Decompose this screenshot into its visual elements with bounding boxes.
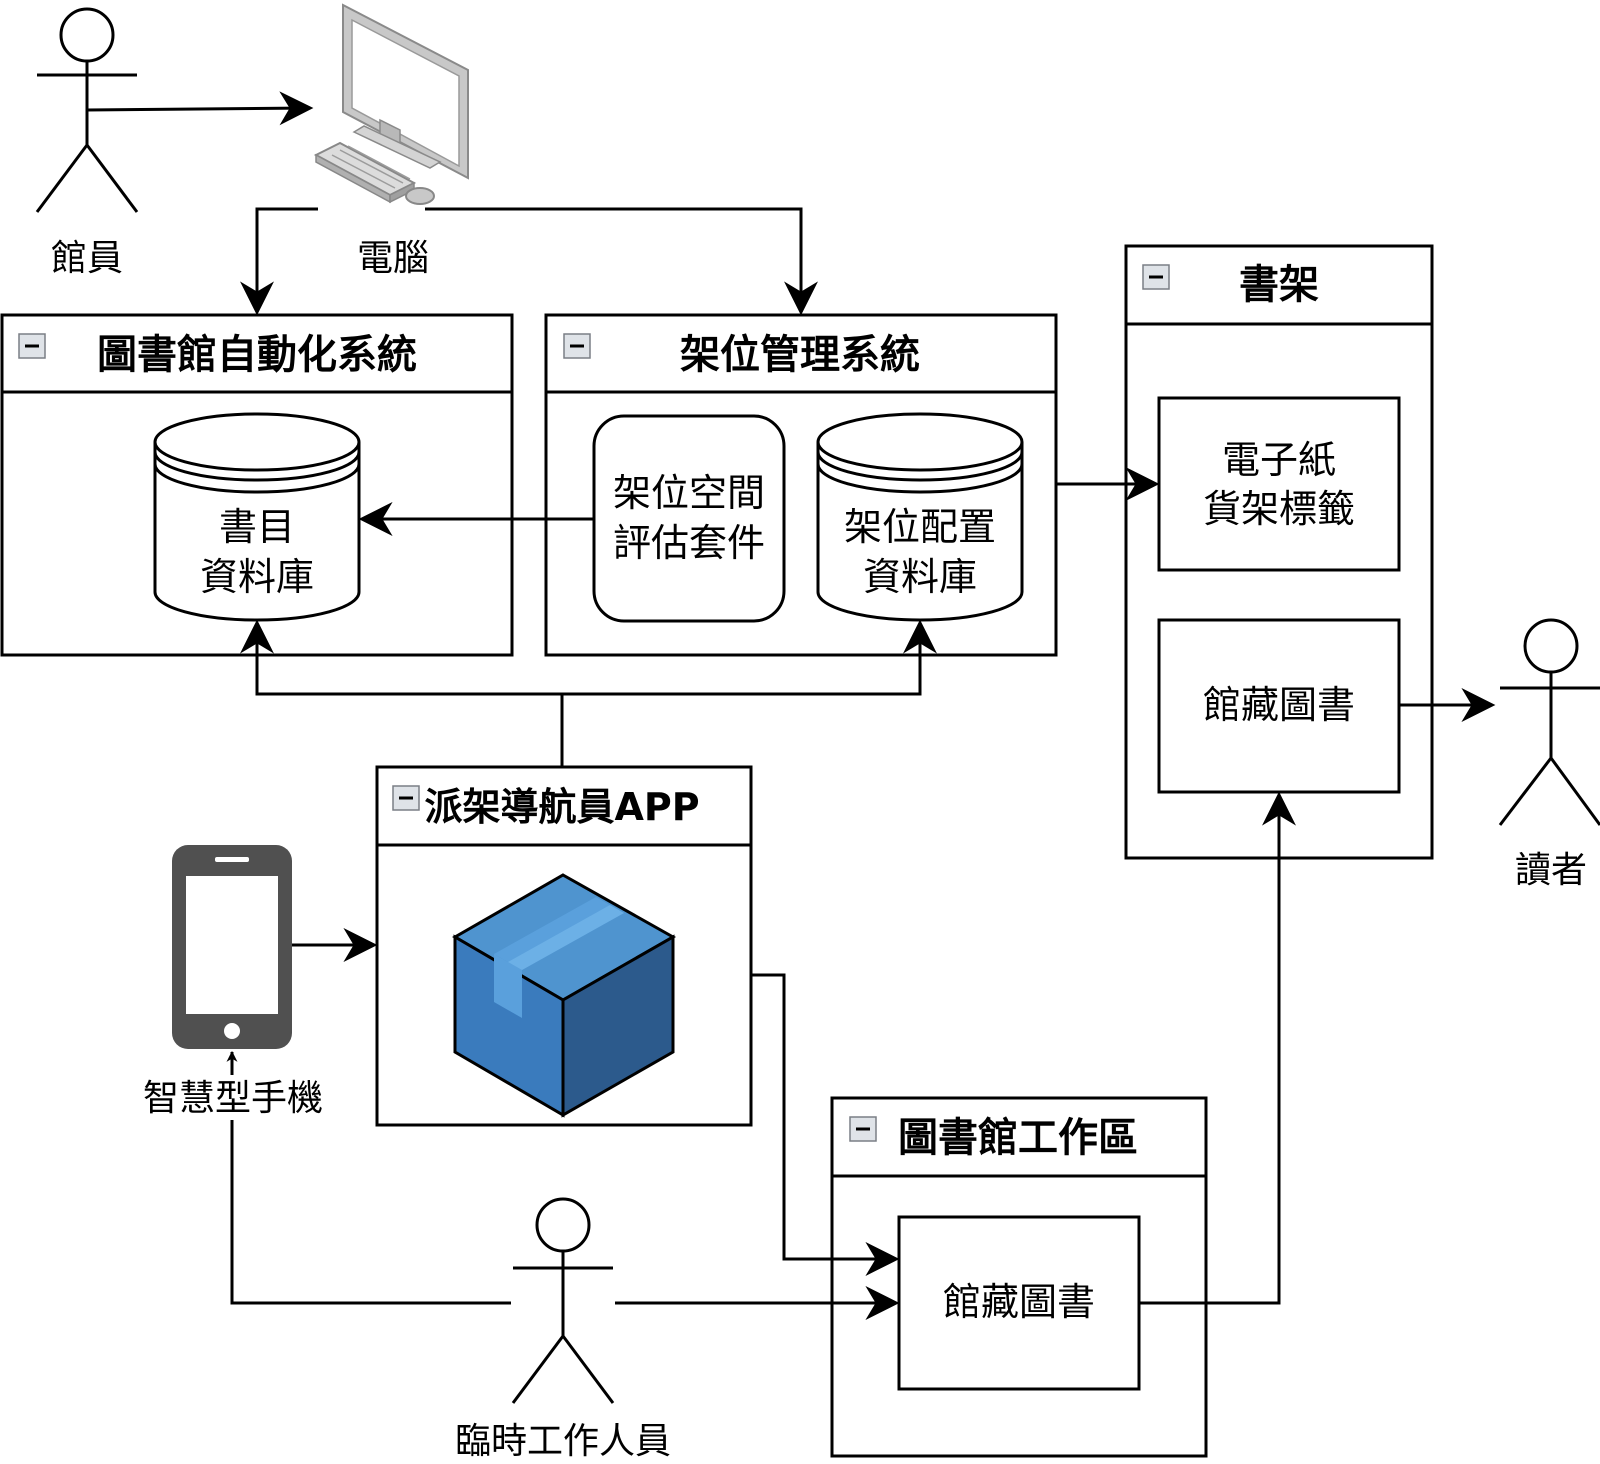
workroom-books: 館藏圖書 — [897, 1215, 1141, 1391]
edge-computer-shelf-system — [425, 207, 818, 316]
bibliographic-db-label-1: 書目 — [219, 505, 295, 549]
librarian-actor — [35, 7, 139, 213]
package-cube-icon — [452, 873, 677, 1118]
collapse-icon[interactable] — [563, 333, 591, 359]
collapse-icon[interactable] — [1142, 264, 1170, 290]
workroom-container: 圖書館工作區 館藏圖書 — [830, 1096, 1208, 1458]
shelf-system-container: 架位管理系統 架位空間 評估套件 架位配置 資料庫 — [544, 313, 1058, 657]
collapse-icon[interactable] — [18, 333, 46, 359]
reader-actor — [1498, 618, 1600, 826]
bibliographic-database: 書目 資料庫 — [153, 412, 361, 622]
bookshelf-title: 書架 — [1239, 262, 1319, 308]
edge-app-shelf-db — [562, 619, 937, 696]
connectors — [86, 91, 1496, 1320]
temp-worker-label: 臨時工作人員 — [455, 1421, 671, 1462]
collapse-icon[interactable] — [849, 1116, 877, 1142]
shelf-books: 館藏圖書 — [1157, 618, 1401, 794]
smartphone-icon — [172, 845, 292, 1049]
workroom-title: 圖書館工作區 — [898, 1115, 1138, 1161]
library-system-container: 圖書館自動化系統 書目 資料庫 — [0, 313, 514, 657]
shelf-config-database: 架位配置 資料庫 — [816, 412, 1024, 622]
shelf-db-label-2: 資料庫 — [863, 555, 977, 599]
edge-computer-library-system — [240, 207, 318, 316]
bibliographic-db-label-2: 資料庫 — [200, 555, 314, 599]
app-container: 派架導航員APP — [375, 765, 753, 1127]
bookshelf-container: 書架 電子紙 貨架標籤 館藏圖書 — [1124, 244, 1434, 860]
edge-app-workroom-books — [751, 973, 900, 1276]
library-system-title: 圖書館自動化系統 — [97, 332, 417, 378]
e-paper-label-1: 電子紙 — [1222, 438, 1336, 482]
e-paper-label-2: 貨架標籤 — [1203, 487, 1355, 531]
shelf-system-title: 架位管理系統 — [680, 332, 920, 378]
computer-icon — [313, 3, 469, 205]
edge-workroom-shelf-books — [1139, 791, 1296, 1305]
smartphone-label: 智慧型手機 — [143, 1078, 323, 1119]
shelf-kit-label-1: 架位空間 — [613, 471, 765, 515]
temp-worker-actor — [511, 1197, 615, 1404]
computer-label: 電腦 — [357, 238, 429, 279]
app-title: 派架導航員APP — [424, 785, 699, 829]
edge-worker-phone-line — [230, 1120, 511, 1305]
shelf-books-label: 館藏圖書 — [1203, 683, 1355, 727]
edge-librarian-computer — [86, 91, 314, 126]
workroom-books-label: 館藏圖書 — [943, 1280, 1095, 1324]
shelf-assessment-kit: 架位空間 評估套件 — [592, 414, 786, 623]
shelf-kit-label-2: 評估套件 — [613, 521, 765, 565]
reader-label: 讀者 — [1515, 850, 1587, 891]
e-paper-shelf-label: 電子紙 貨架標籤 — [1157, 396, 1401, 572]
shelf-db-label-1: 架位配置 — [844, 505, 996, 549]
librarian-label: 館員 — [51, 238, 123, 279]
collapse-icon[interactable] — [392, 785, 420, 811]
edge-app-bibliographic-db — [240, 619, 562, 696]
